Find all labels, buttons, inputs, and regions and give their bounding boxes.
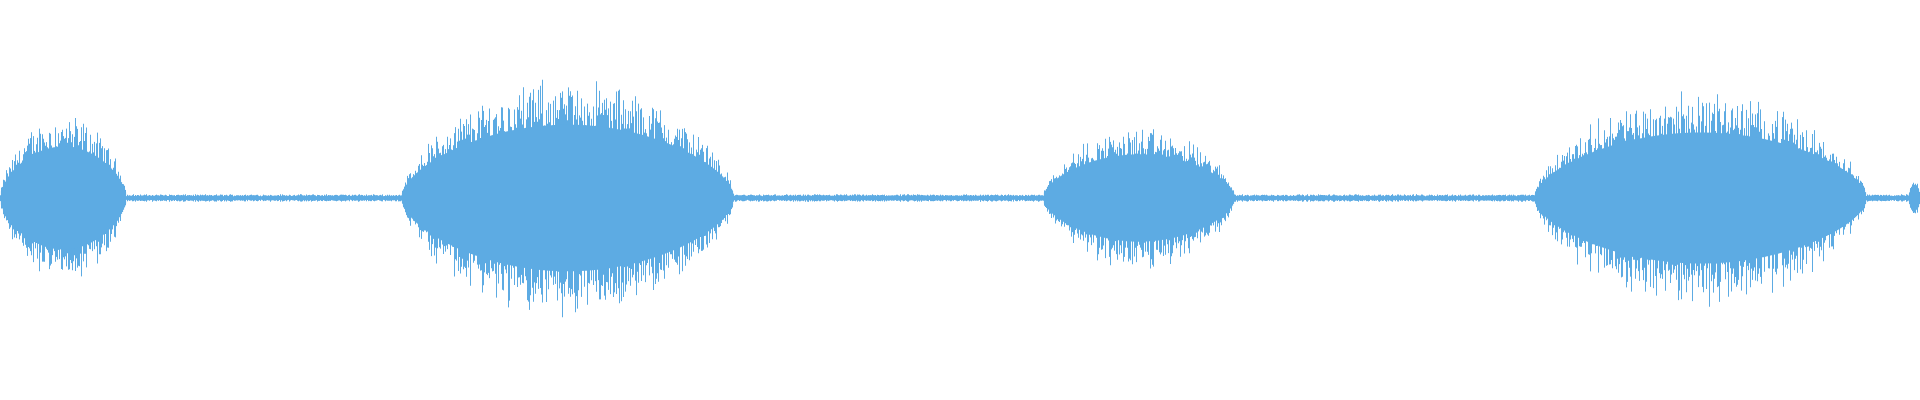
waveform-samples (0, 79, 1920, 318)
